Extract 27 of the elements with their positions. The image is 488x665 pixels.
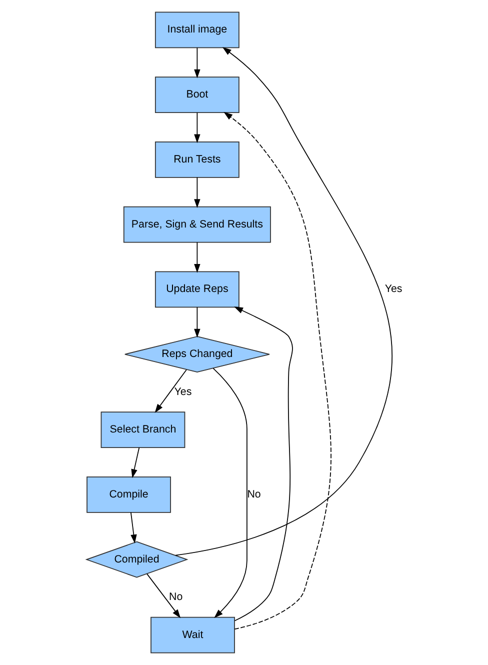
node-box: Run Tests <box>154 141 239 178</box>
edge-label: No <box>168 591 182 604</box>
arrow <box>194 112 200 144</box>
node-box: Install image <box>154 12 239 48</box>
node-diamond: Reps Changed <box>124 336 270 372</box>
arrow <box>194 306 200 338</box>
arrow <box>194 177 200 208</box>
arrow <box>212 368 247 618</box>
arrow <box>194 242 200 273</box>
arrow <box>234 306 292 622</box>
arrow <box>223 112 331 630</box>
arrow <box>130 512 136 544</box>
node-box: Boot <box>154 76 239 114</box>
edge-label: Yes <box>174 386 192 398</box>
arrow <box>130 447 140 478</box>
arrow <box>194 47 200 78</box>
node-diamond: Compiled <box>84 541 188 578</box>
node-box: Wait <box>150 616 234 654</box>
node-box: Compile <box>86 476 170 513</box>
node-box: Update Reps <box>154 271 239 308</box>
edge-label: Yes <box>384 283 402 296</box>
node-box: Parse, Sign & Send Results <box>122 206 270 243</box>
node-box: Select Branch <box>100 412 185 448</box>
arrow <box>174 47 392 556</box>
arrow <box>154 369 186 413</box>
arrow <box>146 574 180 618</box>
edge-label: No <box>246 488 260 500</box>
